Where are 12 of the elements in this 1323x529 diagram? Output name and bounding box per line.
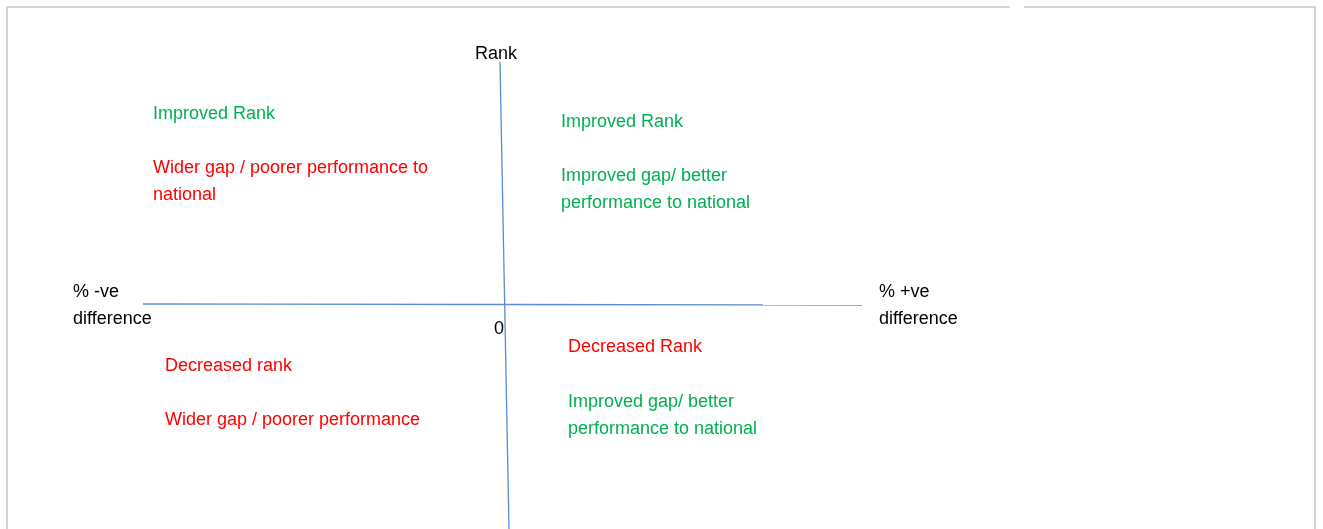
axis-label: % -ve difference: [73, 280, 153, 330]
quadrant-description: Improved gap/ better performance to national: [561, 164, 752, 214]
quadrant-heading: Decreased Rank: [568, 335, 703, 358]
quadrant-heading: Decreased rank: [165, 354, 293, 377]
quadrant-description: Wider gap / poorer performance to national: [153, 156, 430, 206]
quadrant-heading: Improved Rank: [561, 110, 684, 133]
axis-label: % +ve difference: [879, 280, 959, 330]
quadrant-description: Wider gap / poorer performance: [165, 408, 421, 431]
quadrant-description: Improved gap/ better performance to national: [568, 390, 759, 440]
origin-label: 0: [494, 317, 504, 340]
quadrant-heading: Improved Rank: [153, 102, 276, 125]
axis-label: Rank: [475, 42, 518, 65]
